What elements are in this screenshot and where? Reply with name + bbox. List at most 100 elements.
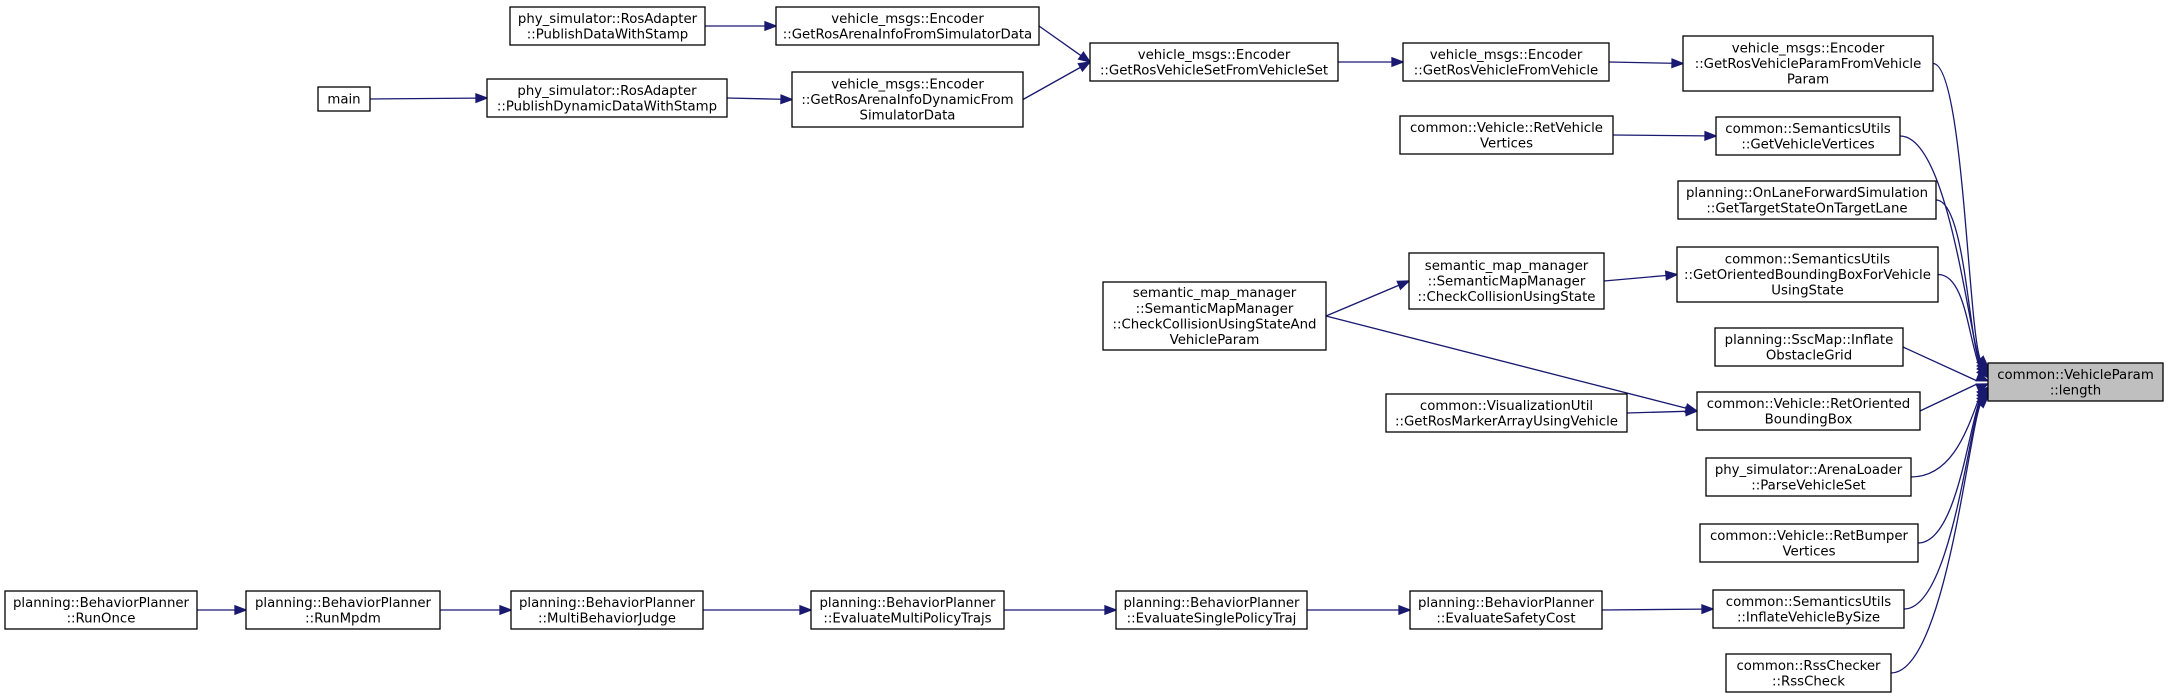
node-label-line: ::EvaluateSinglePolicyTraj (1127, 611, 1297, 626)
arrowhead-icon (1077, 61, 1092, 73)
node-label-line: ::GetVehicleVertices (1741, 137, 1874, 152)
node-label-line: ::ParseVehicleSet (1751, 478, 1866, 493)
node-box (1715, 116, 1901, 156)
edge-line (1932, 62, 1981, 360)
node-label-line: semantic_map_manager (1425, 259, 1589, 274)
node-label-line: ::GetRosArenaInfoDynamicFrom (801, 93, 1013, 108)
node-semantic-map-manager-semanticmapmanager-checkcollisionusingstate[interactable]: semantic_map_manager::SemanticMapManager… (1408, 252, 1605, 310)
node-label-line: ::EvaluateMultiPolicyTrajs (823, 611, 991, 626)
node-label-line: Param (1787, 73, 1829, 88)
node-box (1682, 35, 1934, 92)
node-planning-behaviorplanner-evaluatesinglepolicytraj[interactable]: planning::BehaviorPlanner::EvaluateSingl… (1115, 590, 1308, 630)
edge-line (1902, 346, 1978, 382)
node-box (510, 590, 704, 630)
node-box (245, 590, 441, 630)
arrowhead-icon (234, 604, 248, 616)
arrowhead-icon (1976, 395, 1990, 409)
node-box (1402, 42, 1610, 82)
edge-n24-to-n22 (1022, 61, 1092, 101)
node-vehicle-msgs-encoder-getrosvehicleparamfromvehicleparam[interactable]: vehicle_msgs::Encoder::GetRosVehiclePara… (1682, 35, 1934, 92)
edge-n23-to-n22 (1038, 25, 1092, 64)
node-box (317, 86, 371, 112)
edge-n4-to-target (1937, 273, 1990, 379)
node-label-line: ::EvaluateSafetyCost (1436, 611, 1575, 626)
node-planning-behaviorplanner-evaluatesafetycost[interactable]: planning::BehaviorPlanner::EvaluateSafet… (1409, 590, 1603, 630)
node-label-line: planning::BehaviorPlanner (255, 596, 432, 611)
edge-line (1608, 61, 1673, 64)
edge-line (1038, 25, 1082, 57)
node-box (486, 78, 728, 118)
node-label-line: ::RunMpdm (305, 611, 381, 626)
node-label-line: ::GetRosArenaInfoFromSimulatorData (783, 27, 1032, 42)
node-label-line: ::PublishDataWithStamp (527, 27, 689, 42)
node-label-line: planning::OnLaneForwardSimulation (1686, 186, 1928, 201)
arrowhead-icon (1976, 365, 1990, 379)
edge-n14-to-n13 (1325, 280, 1411, 317)
edge-n5-to-target (1902, 346, 1990, 382)
node-label-line: common::Vehicle::RetBumper (1710, 529, 1909, 544)
node-label-line: planning::BehaviorPlanner (519, 596, 696, 611)
node-label-line: main (327, 93, 360, 108)
node-vehicle-msgs-encoder-getrosvehiclefromvehicle[interactable]: vehicle_msgs::Encoder::GetRosVehicleFrom… (1402, 42, 1610, 82)
edge-n15-to-n6 (1626, 406, 1699, 417)
node-box (775, 6, 1040, 46)
node-phy-simulator-arenaloader-parsevehicleset[interactable]: phy_simulator::ArenaLoader::ParseVehicle… (1705, 457, 1912, 497)
node-label-line: common::Vehicle::RetVehicle (1410, 121, 1603, 136)
edge-line (1612, 134, 1706, 137)
node-label-line: ::GetRosVehicleSetFromVehicleSet (1100, 63, 1328, 78)
arrowhead-icon (1664, 270, 1679, 281)
node-common-semanticsutils-getvehiclevertices[interactable]: common::SemanticsUtils::GetVehicleVertic… (1715, 116, 1901, 156)
edge-n26-to-n24 (726, 94, 794, 105)
edge-n3-to-target (1935, 199, 1990, 376)
node-common-rsschecker-rsscheck[interactable]: common::RssChecker::RssCheck (1725, 653, 1892, 693)
node-label-line: Vertices (1480, 136, 1533, 151)
arrowhead-icon (1077, 51, 1092, 64)
node-label-line: semantic_map_manager (1133, 286, 1297, 301)
node-label-line: vehicle_msgs::Encoder (1138, 48, 1291, 63)
node-planning-behaviorplanner-evaluatemultipolicytrajs[interactable]: planning::BehaviorPlanner::EvaluateMulti… (810, 590, 1005, 630)
node-main[interactable]: main (317, 86, 371, 112)
node-label-line: vehicle_msgs::Encoder (831, 12, 984, 27)
arrowhead-icon (1396, 280, 1411, 291)
node-common-semanticsutils-getorientedboundingboxforvehicleusingstate[interactable]: common::SemanticsUtils::GetOrientedBound… (1676, 246, 1939, 303)
node-label-line: ::CheckCollisionUsingState (1418, 290, 1596, 305)
node-label-line: common::SemanticsUtils (1726, 595, 1892, 610)
node-vehicle-msgs-encoder-getrosarenainfodynamicfromsimulatordata[interactable]: vehicle_msgs::Encoder::GetRosArenaInfoDy… (791, 71, 1024, 128)
node-planning-behaviorplanner-runonce[interactable]: planning::BehaviorPlanner::RunOnce (4, 590, 198, 630)
edge-n11-to-n1 (1608, 58, 1685, 69)
edge-n7-to-target (1910, 385, 1990, 478)
node-label-line: ::GetRosVehicleFromVehicle (1414, 63, 1598, 78)
node-label-line: ::MultiBehaviorJudge (538, 611, 676, 626)
edge-n25-to-n23 (705, 20, 778, 32)
node-semantic-map-manager-semanticmapmanager-checkcollisionusingstateandvehicleparam[interactable]: semantic_map_manager::SemanticMapManager… (1102, 281, 1327, 351)
node-label-line: ::InflateVehicleBySize (1737, 610, 1880, 625)
arrowhead-icon (764, 20, 778, 32)
node-vehicle-msgs-encoder-getrosarenainfofromsimulatordata[interactable]: vehicle_msgs::Encoder::GetRosArenaInfoFr… (775, 6, 1040, 46)
node-box (1699, 523, 1919, 563)
node-label-line: ::CheckCollisionUsingStateAnd (1113, 317, 1317, 332)
node-label-line: VehicleParam (1170, 333, 1260, 348)
node-planning-behaviorplanner-runmpdm[interactable]: planning::BehaviorPlanner::RunMpdm (245, 590, 441, 630)
node-vehicle-msgs-encoder-getrosvehiclesetfromvehicleset[interactable]: vehicle_msgs::Encoder::GetRosVehicleSetF… (1089, 42, 1339, 82)
edge-line (1022, 66, 1081, 101)
node-box (810, 590, 1005, 630)
node-label-line: ::RunOnce (67, 611, 136, 626)
edge-line (1910, 394, 1981, 478)
edge-line (726, 97, 782, 100)
node-common-visualizationutil-getrosmarkerarrayusingvehicle[interactable]: common::VisualizationUtil::GetRosMarkerA… (1385, 393, 1628, 433)
node-common-vehicleparam-length[interactable]: common::VehicleParam::length (1987, 362, 2164, 402)
arrowhead-icon (780, 94, 794, 105)
edge-line (1903, 401, 1981, 610)
node-phy-simulator-rosadapter-publishdynamicdatawithstamp[interactable]: phy_simulator::RosAdapter::PublishDynami… (486, 78, 728, 118)
node-planning-behaviorplanner-multibehaviorjudge[interactable]: planning::BehaviorPlanner::MultiBehavior… (510, 590, 704, 630)
node-box (1712, 589, 1905, 629)
node-common-semanticsutils-inflatevehiclebysize[interactable]: common::SemanticsUtils::InflateVehicleBy… (1712, 589, 1905, 629)
edge-n6-to-target (1919, 383, 1990, 412)
node-planning-onlaneforwardsimulation-gettargetstateontargetlane[interactable]: planning::OnLaneForwardSimulation::GetTa… (1677, 180, 1937, 220)
edge-n17-to-n16 (1307, 604, 1412, 616)
node-phy-simulator-rosadapter-publishdatawithstamp[interactable]: phy_simulator::RosAdapter::PublishDataWi… (509, 6, 706, 46)
